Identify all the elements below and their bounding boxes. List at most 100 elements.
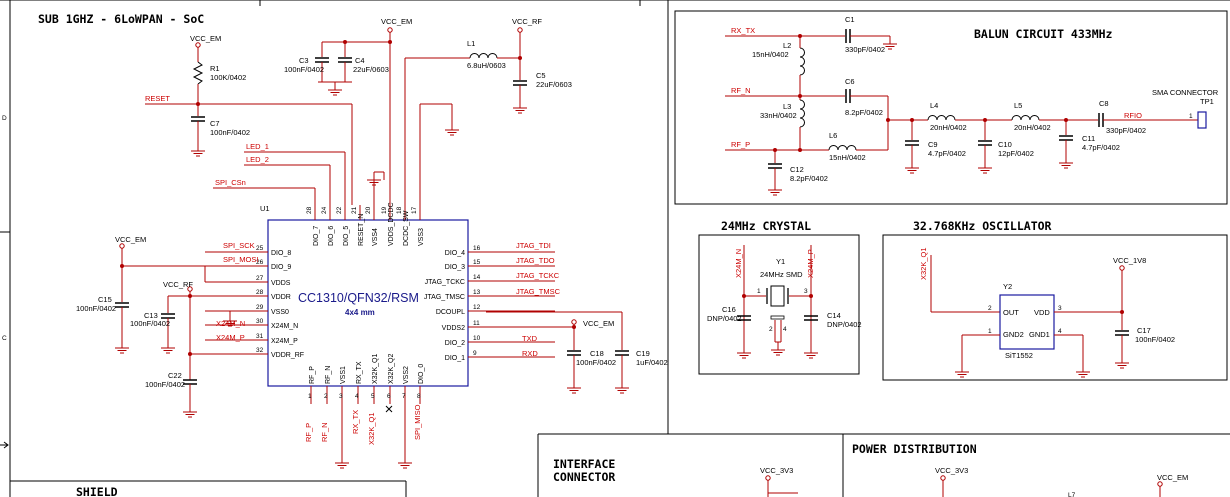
- y1-pin1: 1: [757, 288, 761, 295]
- ic-bottom-pin-number: 8: [417, 393, 421, 400]
- ic-top-pin-name: DIO_5: [343, 226, 350, 246]
- ic-top-pin-number: 20: [365, 206, 372, 214]
- c7-ref: C7: [210, 119, 220, 128]
- ic-left-pin-name: VDDR_RF: [271, 352, 304, 359]
- ic-left-pin-name: X24M_N: [271, 323, 298, 330]
- l2-ref: L2: [783, 41, 791, 50]
- ic-bottom-pin-number: 5: [371, 393, 375, 400]
- ic-top-pin-number: 28: [306, 206, 313, 214]
- ic-top-pin-number: 19: [381, 206, 388, 214]
- ic-top-pin-number: 21: [351, 206, 358, 214]
- ic-right-pin-name: DIO_2: [445, 340, 465, 347]
- ic-left-pin-number: 31: [256, 333, 264, 340]
- net-jtag-tckc: JTAG_TCKC: [516, 271, 560, 280]
- ic-right-pin-number: 13: [473, 289, 481, 296]
- c3-ref: C3: [299, 56, 309, 65]
- ic-top-pin-name: VSS3: [418, 228, 425, 246]
- ic-part-name: CC1310/QFN32/RSM: [298, 291, 419, 305]
- ic-bottom-pins: 1RF_P2RF_N3VSS14RX_TX5X32K_Q16X32K_Q27VS…: [308, 354, 425, 404]
- balun-section: RX_TX C1 330pF/0402 L2 15nH/0402 RF_N C6…: [725, 15, 1219, 196]
- net-x24m-p-left: X24M_P: [216, 333, 245, 342]
- balun-frame: [674, 10, 1228, 205]
- ic-bottom-pin-number: 2: [324, 393, 328, 400]
- y1-pin3: 3: [804, 288, 808, 295]
- tp1-ref: TP1: [1200, 97, 1214, 106]
- ic-left-pin-name: VDDS: [271, 280, 291, 287]
- vcc-em-power-label: VCC_EM: [1157, 473, 1188, 482]
- ic-bottom-pin-name: RX_TX: [356, 361, 363, 384]
- c8-value: 330pF/0402: [1106, 126, 1146, 135]
- inductor-l2: [799, 47, 805, 76]
- c14-ref: C14: [827, 311, 841, 320]
- c10-ref: C10: [998, 140, 1012, 149]
- vcc-em-left-label: VCC_EM: [115, 235, 146, 244]
- l6-ref: L6: [829, 131, 837, 140]
- inductor-l5: [1011, 115, 1040, 121]
- u1-ref: U1: [260, 204, 270, 213]
- ic-left-pin-number: 30: [256, 318, 264, 325]
- c3-value: 100nF/0402: [284, 65, 324, 74]
- inductor-l1: [469, 53, 498, 59]
- ic-right-pin-name: DIO_4: [445, 250, 465, 257]
- inductor-l3: [799, 99, 805, 128]
- ic-right-pin-name: JTAG_TMSC: [424, 294, 465, 301]
- border-mark-c: C: [2, 335, 7, 342]
- c11-ref: C11: [1082, 134, 1095, 143]
- r1-value: 100K/0402: [210, 73, 246, 82]
- net-spi-sck: SPI_SCK: [223, 241, 255, 250]
- ic-top-pin-number: 18: [396, 206, 403, 214]
- y2-ref: Y2: [1003, 282, 1012, 291]
- net-x24m-n-crystal: X24M_N: [734, 249, 743, 278]
- y2-pin1: 1: [988, 328, 992, 335]
- ic-left-pin-name: VDDR: [271, 294, 291, 301]
- l1-ref: L1: [467, 39, 475, 48]
- ic-left-pin-name: DIO_8: [271, 250, 291, 257]
- c18-value: 100nF/0402: [576, 358, 616, 367]
- c15-value: 100nF/0402: [76, 304, 116, 313]
- vcc-rf-top-label: VCC_RF: [512, 17, 542, 26]
- ic-right-pins: 16DIO_415DIO_314JTAG_TCKC13JTAG_TMSC12DC…: [424, 245, 555, 362]
- resistor-r1: [192, 61, 204, 85]
- y2-part: SiT1552: [1005, 351, 1033, 360]
- sma-connector-label: SMA CONNECTOR: [1152, 88, 1219, 97]
- tp1-pin: 1: [1189, 113, 1193, 120]
- c13-value: 100nF/0402: [130, 319, 170, 328]
- l5-ref: L5: [1014, 101, 1022, 110]
- c16-value: DNP/0402: [707, 314, 742, 323]
- c15-ref: C15: [98, 295, 112, 304]
- c6-value: 8.2pF/0402: [845, 108, 883, 117]
- l3-ref: L3: [783, 102, 791, 111]
- ic-bottom-pin-name: X32K_Q1: [372, 354, 379, 384]
- net-x32k-q1-osc: X32K_Q1: [919, 247, 928, 280]
- ic-bottom-pin-name: VSS2: [403, 366, 410, 384]
- ic-right-pin-name: JTAG_TCKC: [425, 279, 465, 286]
- ic-top-pin-number: 22: [336, 206, 343, 214]
- ic-bottom-pin-name: RF_P: [309, 366, 316, 384]
- ic-bottom-pin-number: 1: [308, 393, 312, 400]
- vcc-3v3-power-label: VCC_3V3: [935, 466, 968, 475]
- l7-ref: L7: [1068, 492, 1076, 497]
- ic-left-pin-number: 25: [256, 245, 264, 252]
- c6-ref: C6: [845, 77, 855, 86]
- ic-top-pin-name: DIO_6: [328, 226, 335, 246]
- ic-left-pin-number: 27: [256, 275, 264, 282]
- section-title-soc: SUB 1GHZ - 6LoWPAN - SoC: [38, 12, 204, 26]
- net-reset: RESET: [145, 94, 170, 103]
- ic-bottom-pin-name: X32K_Q2: [388, 354, 395, 384]
- power-section: VCC_3V3 VCC_EM L7: [935, 466, 1188, 497]
- ic-right-pin-name: VDDS2: [442, 325, 465, 332]
- net-spi-miso: SPI_MISO: [413, 404, 422, 440]
- section-title-balun: BALUN CIRCUIT 433MHz: [974, 27, 1113, 41]
- vcc-em-label: VCC_EM: [190, 34, 221, 43]
- net-rf-p-balun: RF_P: [731, 140, 750, 149]
- section-title-shield: SHIELD: [76, 485, 118, 497]
- y2-gnd2-pin: GND2: [1003, 330, 1024, 339]
- net-rf-n-balun: RF_N: [731, 86, 751, 95]
- ic-right-pin-number: 10: [473, 335, 481, 342]
- net-rf-p-bottom: RF_P: [304, 423, 313, 442]
- y1-value: 24MHz SMD: [760, 270, 803, 279]
- c9-value: 4.7pF/0402: [928, 149, 966, 158]
- r1-ref: R1: [210, 64, 220, 73]
- c4-value: 22uF/0603: [353, 65, 389, 74]
